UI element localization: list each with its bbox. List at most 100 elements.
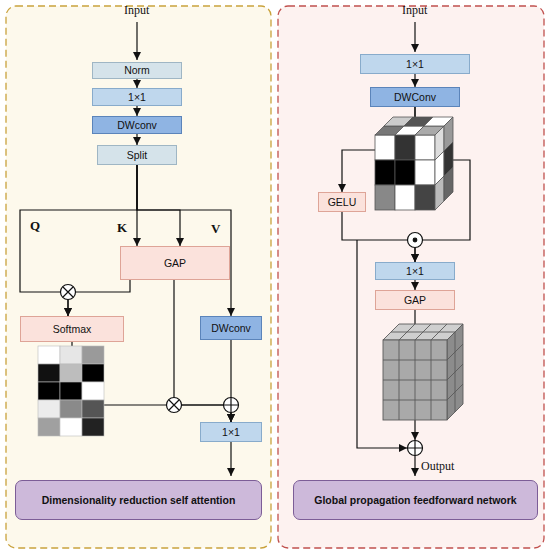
matrix-cell bbox=[82, 346, 104, 364]
cube-cell bbox=[415, 135, 435, 160]
flow-arrow bbox=[136, 134, 137, 145]
flow-arrow bbox=[137, 165, 231, 316]
panel-frame bbox=[6, 6, 271, 548]
flow-arrow bbox=[68, 280, 130, 316]
cube-face bbox=[447, 324, 463, 420]
cube-cell bbox=[395, 185, 415, 210]
cube-cell bbox=[375, 185, 395, 210]
conv-box: 1×1 bbox=[200, 422, 262, 442]
branch-label: V bbox=[211, 221, 220, 237]
gap-box: GAP bbox=[375, 290, 455, 310]
matrix-cell bbox=[38, 364, 60, 382]
flow-arrow bbox=[136, 79, 137, 88]
matrix-cell bbox=[60, 364, 82, 382]
add-operator bbox=[408, 441, 423, 456]
box-text: DWconv bbox=[211, 322, 251, 334]
flow-arrow bbox=[415, 107, 470, 262]
flow-arrow bbox=[342, 212, 415, 262]
box-text: 1×1 bbox=[222, 426, 240, 438]
matrix-cell bbox=[60, 400, 82, 418]
cube-grid bbox=[391, 324, 455, 340]
multiply-operator bbox=[61, 285, 76, 300]
conv-box: 1×1 bbox=[360, 54, 470, 74]
output-label: Output bbox=[421, 459, 454, 474]
add-operator bbox=[408, 441, 423, 456]
cube-face bbox=[383, 340, 447, 420]
flow-line bbox=[136, 22, 137, 60]
flow-arrow bbox=[414, 74, 415, 87]
flow-line bbox=[230, 442, 231, 476]
flow-arrow bbox=[414, 280, 415, 290]
dwconv-box: DWconv bbox=[92, 116, 182, 134]
cube-cell bbox=[415, 185, 435, 210]
norm-box: Norm bbox=[92, 62, 182, 79]
dwconv-box: DWconv bbox=[200, 316, 262, 340]
cube-cell bbox=[444, 167, 453, 201]
matrix-cell bbox=[82, 418, 104, 436]
flow-line bbox=[414, 22, 415, 52]
flow-arrow bbox=[20, 165, 137, 316]
input-label: Input bbox=[402, 3, 427, 18]
flow-line bbox=[414, 455, 415, 476]
box-text: Softmax bbox=[53, 323, 92, 335]
box-text: GELU bbox=[328, 196, 357, 208]
input-label: Input bbox=[124, 3, 149, 18]
box-text: GAP bbox=[164, 257, 186, 269]
dwconv-box: DWConv bbox=[370, 87, 460, 107]
multiply-operator bbox=[63, 287, 73, 297]
cube-cell bbox=[395, 135, 415, 160]
cube-grid bbox=[383, 340, 447, 420]
flow-arrow bbox=[72, 342, 231, 422]
conv-box: 1×1 bbox=[92, 88, 182, 106]
matrix-cell bbox=[38, 346, 60, 364]
flow-arrow bbox=[174, 280, 231, 422]
panel-frame bbox=[278, 6, 544, 548]
matrix-cell bbox=[82, 364, 104, 382]
branch-label: Q bbox=[30, 218, 40, 234]
box-text: Norm bbox=[124, 64, 150, 76]
gelu-box: GELU bbox=[318, 192, 366, 212]
flow-arrow bbox=[137, 165, 180, 246]
flow-arrow bbox=[136, 106, 137, 116]
cube-cell bbox=[375, 160, 395, 185]
flow-line bbox=[414, 420, 415, 440]
box-text: Global propagation feedforward network bbox=[314, 494, 516, 506]
cube-cell bbox=[415, 160, 435, 185]
title-band: Dimensionality reduction self attention bbox=[15, 480, 262, 520]
matrix-cell bbox=[82, 382, 104, 400]
add-operator bbox=[224, 398, 239, 413]
split-box: Split bbox=[97, 145, 177, 165]
matrix-cell bbox=[38, 382, 60, 400]
box-text: 1×1 bbox=[406, 265, 424, 277]
gap-box: GAP bbox=[120, 246, 230, 280]
cube-grid bbox=[447, 332, 463, 412]
box-text: 1×1 bbox=[406, 58, 424, 70]
cube-cell bbox=[435, 176, 444, 210]
box-text: DWConv bbox=[394, 91, 436, 103]
matrix-cell bbox=[60, 346, 82, 364]
box-text: Split bbox=[127, 149, 147, 161]
multiply-operator bbox=[167, 398, 182, 413]
matrix-cell bbox=[82, 400, 104, 418]
hadamard-operator bbox=[413, 238, 417, 242]
box-text: DWconv bbox=[117, 119, 157, 131]
matrix-cell bbox=[38, 400, 60, 418]
add-operator bbox=[224, 398, 239, 413]
multiply-operator bbox=[169, 400, 179, 410]
branch-label: K bbox=[117, 220, 127, 236]
matrix-cell bbox=[60, 418, 82, 436]
cube-cell bbox=[395, 160, 415, 185]
box-text: GAP bbox=[404, 294, 426, 306]
softmax-box: Softmax bbox=[20, 316, 124, 342]
conv-box: 1×1 bbox=[375, 262, 455, 280]
title-band: Global propagation feedforward network bbox=[293, 480, 538, 520]
hadamard-operator bbox=[408, 233, 423, 248]
box-text: 1×1 bbox=[128, 91, 146, 103]
matrix-cell bbox=[60, 382, 82, 400]
cube-cell bbox=[375, 135, 395, 160]
flow-arrow bbox=[342, 107, 415, 192]
